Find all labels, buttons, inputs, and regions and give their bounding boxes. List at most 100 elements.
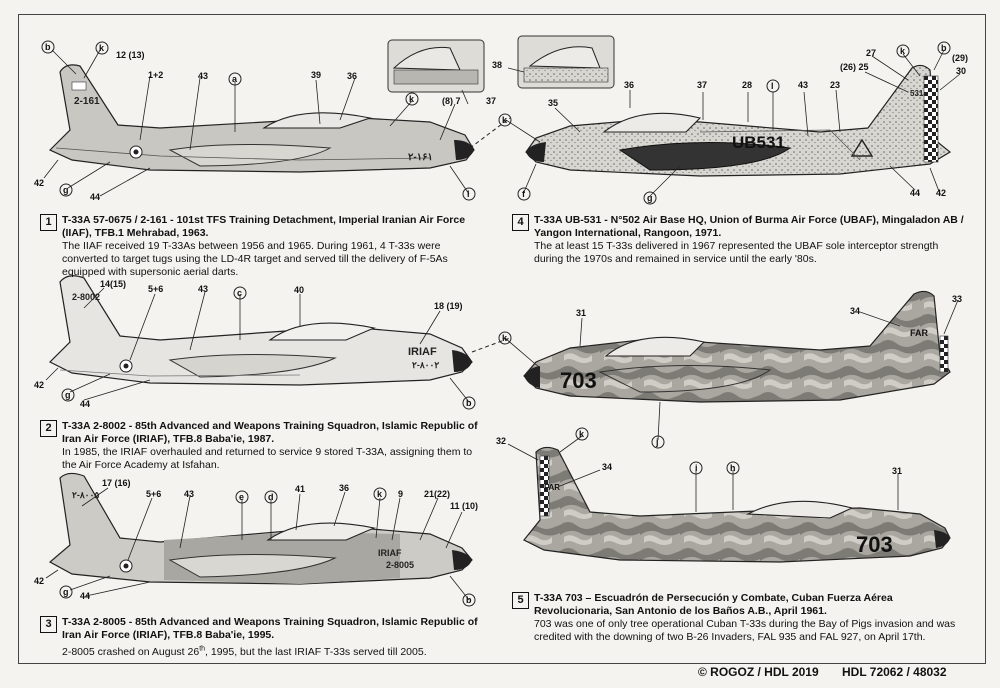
callout: k	[99, 43, 105, 53]
aircraft-4-tail-code: 531	[910, 89, 924, 98]
callout: k	[502, 333, 508, 343]
callout: k	[502, 115, 508, 125]
callout: j	[655, 437, 659, 447]
callout: a	[232, 74, 238, 84]
callout: 40	[294, 285, 304, 295]
aircraft-1-profile	[48, 64, 475, 173]
aircraft-3-nose-text: IRIAF	[378, 548, 402, 558]
caption-title: T-33A 703 – Escuadrón de Persecución y C…	[534, 592, 893, 617]
callout: 42	[34, 380, 44, 390]
callout: 34	[850, 306, 860, 316]
callout: d	[268, 492, 274, 502]
callout: 43	[798, 80, 808, 90]
caption-title: T-33A UB-531 - N°502 Air Base HQ, Union …	[534, 214, 964, 239]
copyright: © ROGOZ / HDL 2019	[698, 665, 819, 679]
callout: 1+2	[148, 70, 163, 80]
caption-1: 1 T-33A 57-0675 / 2-161 - 101st TFS Trai…	[40, 214, 482, 279]
caption-body: The IIAF received 19 T-33As between 1956…	[62, 240, 448, 278]
callout: g	[63, 587, 69, 597]
caption-body: 703 was one of only tree operational Cub…	[534, 618, 956, 643]
caption-3: 3 T-33A 2-8005 - 85th Advanced and Weapo…	[40, 616, 482, 659]
aircraft-1-nose-code: ۲-۱۶۱	[408, 152, 433, 163]
callout: 21(22)	[424, 489, 450, 499]
caption-title: T-33A 2-8005 - 85th Advanced and Weapons…	[62, 616, 478, 641]
callout: 43	[198, 71, 208, 81]
callout: 43	[198, 284, 208, 294]
caption-title: T-33A 2-8002 - 85th Advanced and Weapons…	[62, 420, 478, 445]
callout: 36	[624, 80, 634, 90]
callout: 42	[936, 188, 946, 198]
caption-4: 4 T-33A UB-531 - N°502 Air Base HQ, Unio…	[512, 214, 964, 266]
callout: 5+6	[148, 284, 163, 294]
aircraft-4-inset	[517, 35, 615, 89]
callout: 44	[80, 591, 90, 601]
callout: 17 (16)	[102, 478, 131, 488]
caption-number: 3	[40, 616, 57, 633]
caption-body: The at least 15 T-33s delivered in 1967 …	[534, 240, 939, 265]
aircraft-1-inset	[387, 39, 485, 93]
caption-number: 4	[512, 214, 529, 231]
callout: k	[900, 46, 906, 56]
callout: 11 (10)	[450, 501, 478, 511]
callout: (29)	[952, 53, 968, 63]
callout: (26) 25	[840, 62, 869, 72]
aircraft-1-tail-code: 2-161	[74, 96, 100, 107]
callout: 33	[952, 294, 962, 304]
sheet-border	[18, 14, 986, 664]
aircraft-2-tail-code: 2-8002	[72, 292, 100, 302]
callout: k	[579, 429, 585, 439]
callout: 23	[830, 80, 840, 90]
callout: b	[466, 398, 472, 408]
product-code: HDL 72062 / 48032	[842, 665, 947, 679]
callout: 43	[184, 489, 194, 499]
callout: 35	[548, 98, 558, 108]
callout: b	[941, 43, 947, 53]
callout: 32	[496, 436, 506, 446]
callout: 5+6	[146, 489, 161, 499]
callout: e	[239, 492, 244, 502]
caption-body: 2-8005 crashed on August 26th, 1995, but…	[62, 645, 427, 658]
aircraft-4-profile	[525, 64, 952, 177]
callout: 27	[866, 48, 876, 58]
aircraft-5-lower-number: 703	[856, 532, 893, 557]
callout: h	[730, 463, 736, 473]
callout: 9	[398, 489, 403, 499]
callout: 14(15)	[100, 279, 126, 289]
aircraft-5-upper-tail-code: FAR	[910, 328, 929, 338]
caption-number: 5	[512, 592, 529, 609]
callout: b	[45, 42, 51, 52]
aircraft-3-nose-code: 2-8005	[386, 560, 414, 570]
callout: g	[647, 193, 653, 203]
caption-number: 2	[40, 420, 57, 437]
callout: 42	[34, 178, 44, 188]
caption-2: 2 T-33A 2-8002 - 85th Advanced and Weapo…	[40, 420, 482, 472]
aircraft-5-upper-number: 703	[560, 368, 597, 393]
callout: 37	[697, 80, 707, 90]
aircraft-5-lower-tail-code: FAR	[544, 483, 560, 492]
caption-number: 1	[40, 214, 57, 231]
callout: g	[65, 390, 71, 400]
aircraft-2-nose-text: IRIAF	[408, 346, 437, 358]
callout: 41	[295, 484, 305, 494]
callout: 36	[339, 483, 349, 493]
caption-body: In 1985, the IRIAF overhauled and return…	[62, 446, 473, 471]
aircraft-5-upper-profile	[523, 290, 951, 403]
callout: g	[63, 185, 69, 195]
callout: 31	[892, 466, 902, 476]
callout: k	[409, 94, 415, 104]
callout: 30	[956, 66, 966, 76]
callout: l	[467, 189, 470, 199]
callout: 12 (13)	[116, 50, 145, 60]
aircraft-2-profile	[48, 275, 473, 386]
aircraft-2-nose-code: ۲-۸۰۰۲	[412, 360, 439, 370]
callout: i	[695, 463, 698, 473]
callout: 37	[486, 96, 496, 106]
callout: 44	[910, 188, 920, 198]
caption-title: T-33A 57-0675 / 2-161 - 101st TFS Traini…	[62, 214, 466, 239]
callout: 31	[576, 308, 586, 318]
aircraft-5-lower-profile	[523, 446, 951, 563]
callout: 42	[34, 576, 44, 586]
callout: 38	[492, 60, 502, 70]
callout: b	[466, 595, 472, 605]
